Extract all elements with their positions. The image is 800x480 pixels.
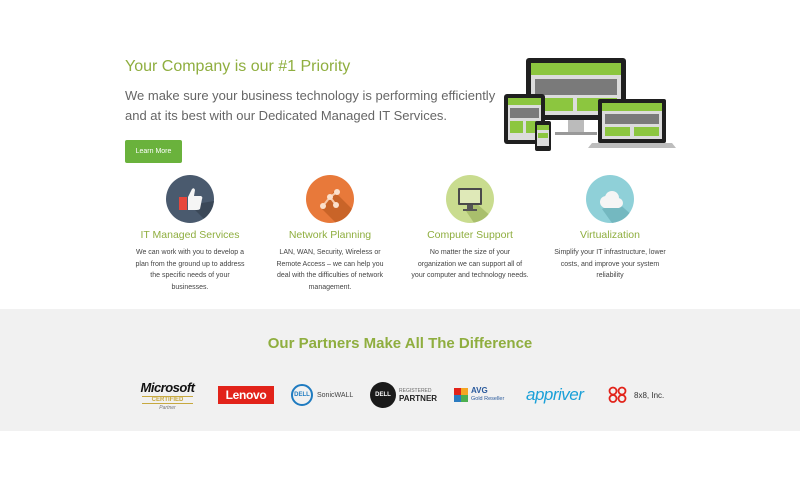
- avg-gold-reseller: Gold Reseller: [471, 396, 505, 402]
- eightbyeight-logo[interactable]: 8x8, Inc.: [608, 375, 675, 415]
- service-description: We can work with you to develop a plan f…: [135, 249, 245, 291]
- service-title: Computer Support: [427, 229, 513, 241]
- service-description: Simplify your IT infrastructure, lower c…: [554, 249, 666, 279]
- sonicwall-name: SonicWALL: [317, 391, 354, 399]
- thumbs-up-icon: [166, 175, 214, 223]
- service-title: Virtualization: [580, 229, 640, 241]
- dell-partner-word: PARTNER: [399, 394, 438, 403]
- appriver-name: appriver: [526, 385, 584, 404]
- service-title: Network Planning: [288, 229, 372, 241]
- avg-squares-icon: [454, 388, 468, 402]
- eightbyeight-name: 8x8, Inc.: [634, 390, 665, 400]
- partners-title: Our Partners Make All The Difference: [267, 335, 533, 352]
- microsoft-name: Microsoft: [140, 379, 196, 395]
- hero-section: Your Company is our #1 Priority We make …: [0, 0, 800, 170]
- partners-section: Our Partners Make All The Difference Mic…: [0, 309, 800, 431]
- learn-more-button[interactable]: Learn More: [125, 140, 182, 163]
- network-icon: [306, 175, 354, 223]
- services-row: IT Managed Services We can work with you…: [120, 175, 680, 300]
- service-description: LAN, WAN, Security, Wireless or Remote A…: [276, 249, 384, 291]
- eightbyeight-mark-icon: [608, 386, 627, 403]
- avg-logo[interactable]: AVG Gold Reseller: [454, 375, 514, 415]
- service-network-planning: Network Planning LAN, WAN, Security, Wir…: [260, 175, 400, 300]
- lenovo-logo[interactable]: Lenovo: [218, 375, 274, 415]
- dell-sonicwall-logo[interactable]: DELL SonicWALL: [291, 375, 361, 415]
- service-computer-support: Computer Support No matter the size of y…: [400, 175, 540, 300]
- hero-text: We make sure your business technology is…: [125, 88, 496, 123]
- microsoft-logo[interactable]: Microsoft CERTIFIED Partner: [130, 375, 205, 415]
- service-it-managed: IT Managed Services We can work with you…: [120, 175, 260, 300]
- service-title: IT Managed Services: [140, 229, 240, 241]
- service-virtualization: Virtualization Simplify your IT infrastr…: [540, 175, 680, 300]
- partner-logos: Microsoft CERTIFIED Partner Lenovo DELL …: [130, 375, 675, 415]
- dell-registered: REGISTERED: [399, 388, 432, 394]
- dell-partner-text: REGISTERED PARTNER: [399, 387, 437, 403]
- cloud-icon: [586, 175, 634, 223]
- avg-text: AVG Gold Reseller: [471, 387, 504, 403]
- devices-illustration: [504, 58, 676, 151]
- dell-partner-logo[interactable]: DELL REGISTERED PARTNER: [370, 375, 440, 415]
- avg-name: AVG: [471, 386, 488, 395]
- microsoft-certified: CERTIFIED: [141, 395, 194, 404]
- dell-black-badge-icon: DELL: [370, 382, 396, 408]
- microsoft-partner: Partner: [159, 404, 176, 411]
- dell-badge-icon: DELL: [291, 384, 313, 406]
- appriver-logo[interactable]: appriver: [526, 375, 594, 415]
- monitor-icon: [446, 175, 494, 223]
- hero-title: Your Company is our #1 Priority: [125, 58, 351, 75]
- service-description: No matter the size of your organization …: [411, 249, 529, 279]
- lenovo-name: Lenovo: [218, 386, 274, 404]
